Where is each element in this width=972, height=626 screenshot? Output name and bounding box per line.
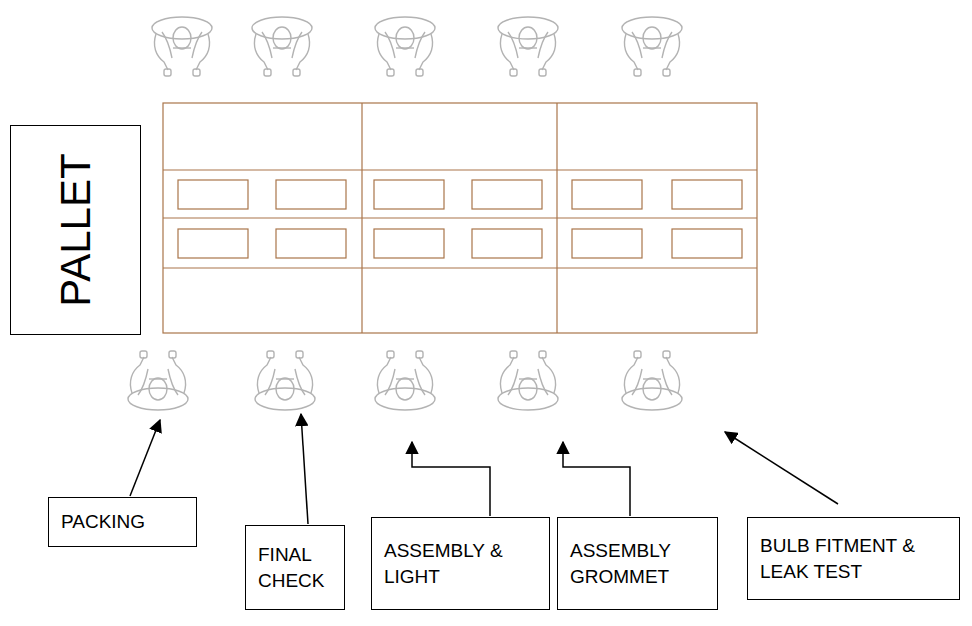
station-label: ASSEMBLY & LIGHT: [371, 517, 550, 610]
pallet-label: PALLET: [47, 153, 104, 306]
station-name: ASSEMBLY & LIGHT: [384, 538, 537, 589]
operators-top: [152, 17, 682, 76]
station-label: PACKING: [48, 497, 197, 547]
station-name: BULB FITMENT & LEAK TEST: [760, 533, 947, 584]
station-name: PACKING: [61, 509, 184, 535]
station-label: ASSEMBLY GROMMET: [557, 517, 718, 610]
pallet-box: PALLET: [10, 125, 141, 335]
station-name: ASSEMBLY GROMMET: [570, 538, 705, 589]
operators-bottom: [128, 351, 682, 410]
station-label: BULB FITMENT & LEAK TEST: [747, 517, 960, 600]
station-label: FINAL CHECK: [245, 525, 345, 610]
station-name: FINAL CHECK: [258, 542, 332, 593]
leader-arrows: [130, 414, 838, 524]
work-table: [163, 103, 757, 333]
